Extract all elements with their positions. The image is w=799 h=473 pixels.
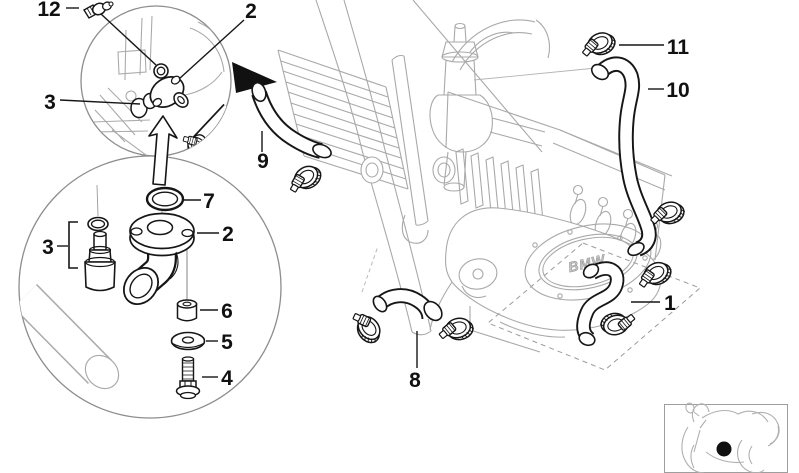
detail-circle-large bbox=[18, 155, 282, 419]
up-arrow bbox=[148, 115, 178, 186]
part-5-washer bbox=[170, 331, 206, 351]
part-6-spacer bbox=[176, 299, 198, 322]
position-leader-line bbox=[473, 67, 597, 81]
thermostat-housing bbox=[429, 22, 546, 192]
pointer-triangle bbox=[232, 62, 277, 93]
part-2-elbow-fitting bbox=[122, 212, 195, 305]
radiator bbox=[277, 49, 456, 244]
callout-1[interactable]: 1 bbox=[664, 292, 676, 315]
location-thumbnail bbox=[664, 402, 788, 473]
callout-8[interactable]: 8 bbox=[409, 369, 421, 392]
callout-11[interactable]: 11 bbox=[667, 36, 690, 59]
part-12-sensor bbox=[83, 1, 114, 19]
callout-9[interactable]: 9 bbox=[257, 150, 269, 173]
callout-6[interactable]: 6 bbox=[221, 300, 233, 323]
callout-3[interactable]: 3 bbox=[42, 236, 54, 259]
engine-cover: BMW bbox=[444, 207, 662, 331]
callout-10[interactable]: 10 bbox=[666, 79, 689, 102]
hose-10 bbox=[590, 56, 657, 257]
part-4-bolt bbox=[175, 356, 201, 400]
small-circle-context bbox=[91, 15, 231, 156]
callout-3-top[interactable]: 3 bbox=[44, 91, 56, 114]
location-dot bbox=[716, 441, 732, 457]
motorcycle-outline bbox=[681, 402, 780, 473]
sensor-o-ring bbox=[153, 63, 169, 79]
part-7-o-ring bbox=[145, 186, 185, 212]
callout-4[interactable]: 4 bbox=[221, 367, 233, 390]
bracket-part-3 bbox=[68, 221, 78, 269]
leader-lines bbox=[59, 7, 664, 368]
callout-5[interactable]: 5 bbox=[221, 331, 233, 354]
callout-2[interactable]: 2 bbox=[222, 223, 234, 246]
callout-7[interactable]: 7 bbox=[203, 190, 215, 213]
context-pipe bbox=[19, 284, 120, 390]
callout-labels: 12 2 3 7 2 3 6 5 4 9 11 10 1 8 bbox=[37, 0, 689, 392]
callout-12[interactable]: 12 bbox=[37, 0, 60, 21]
hose-9 bbox=[251, 81, 332, 159]
hose-clamp-9 bbox=[282, 159, 327, 200]
hose-clamp-8a bbox=[345, 305, 387, 349]
part-3-sensor bbox=[84, 216, 116, 292]
fitting-installed bbox=[149, 75, 189, 108]
hose-8 bbox=[372, 288, 443, 322]
callout-2-top[interactable]: 2 bbox=[245, 0, 257, 23]
hose-1 bbox=[576, 261, 625, 347]
